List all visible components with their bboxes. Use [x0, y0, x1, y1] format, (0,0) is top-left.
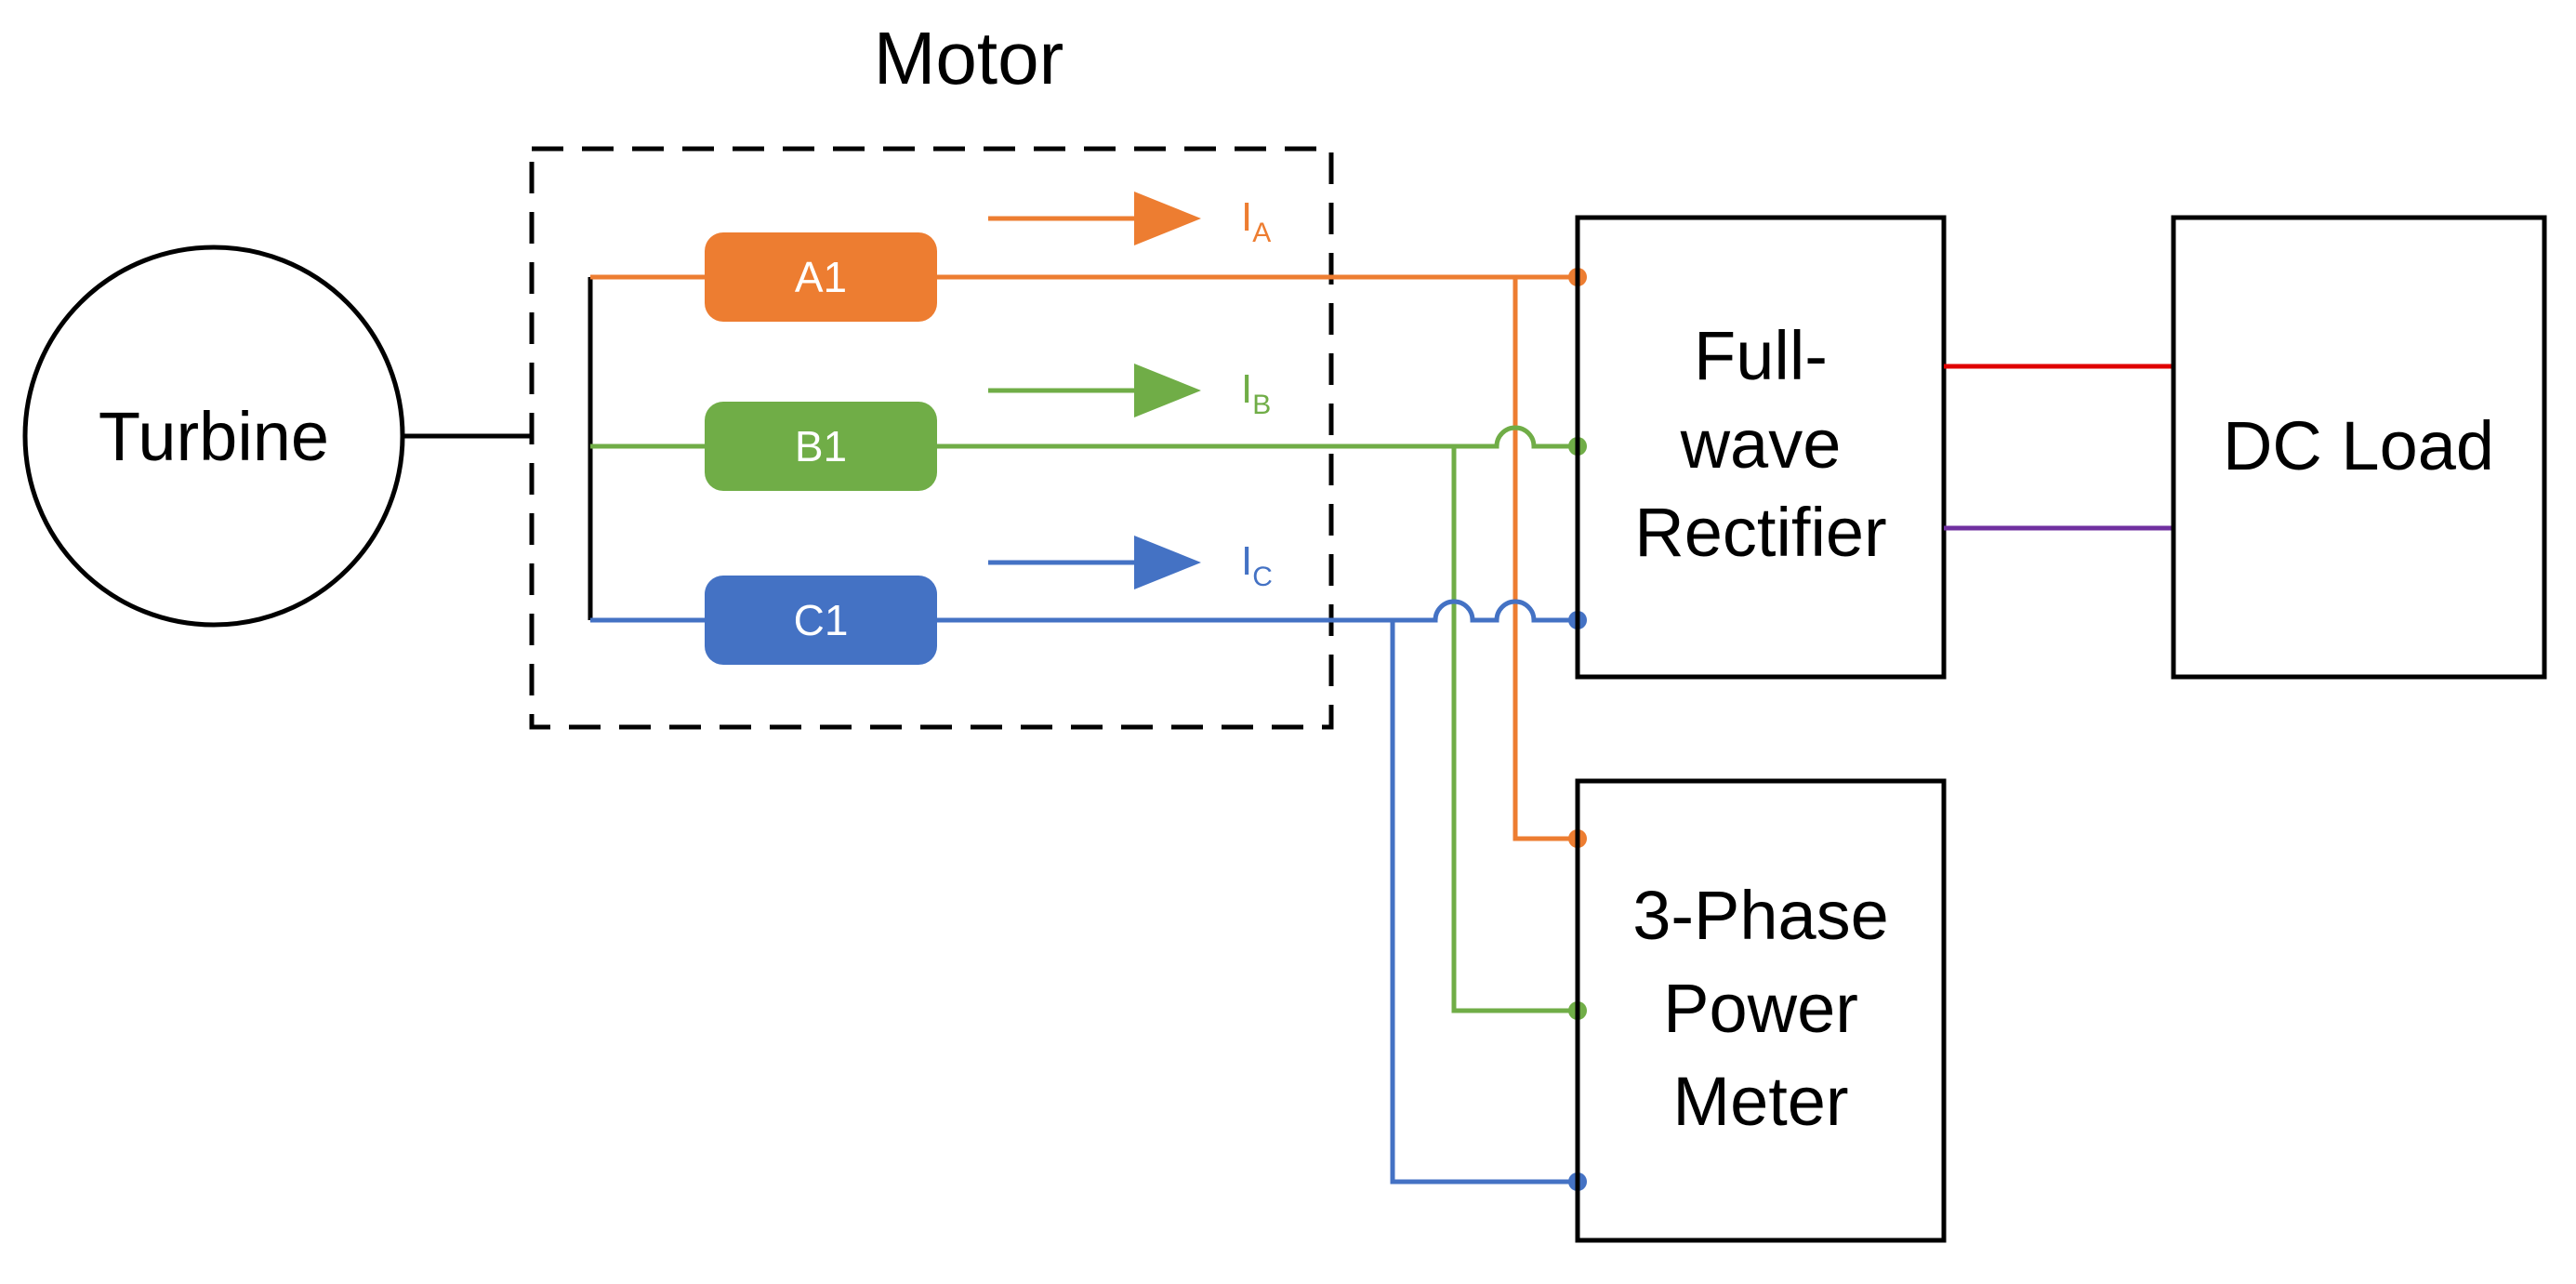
current-b-label: IB — [1241, 366, 1271, 420]
coil-a1-label: A1 — [795, 253, 847, 301]
dc-load-box — [2171, 215, 2547, 680]
current-c-arrow-head — [1134, 536, 1201, 589]
meter-label-line-2: Power — [1663, 970, 1858, 1047]
rectifier-label-line-2: wave — [1680, 405, 1842, 483]
current-a-label: IA — [1241, 194, 1271, 248]
meter-label-line-1: 3-Phase — [1632, 877, 1889, 954]
rectifier-label-line-1: Full- — [1694, 317, 1828, 394]
power-meter-box — [1575, 778, 1947, 1243]
coil-c1-label: C1 — [794, 596, 849, 644]
coil-b1-label: B1 — [795, 422, 847, 470]
phase-c-wire — [935, 599, 1577, 623]
current-c-label: IC — [1241, 538, 1273, 592]
coil-a1 — [705, 232, 937, 322]
phase-b-tap-to-meter — [1451, 446, 1577, 1013]
dc-load-label: DC Load — [2223, 407, 2494, 484]
rectifier-label-line-3: Rectifier — [1634, 494, 1886, 571]
phase-b-wire — [935, 425, 1577, 449]
coil-b1 — [705, 402, 937, 491]
phase-a-tap-to-meter — [1513, 277, 1577, 841]
rectifier-box — [1575, 215, 1947, 680]
current-b-arrow-head — [1134, 364, 1201, 417]
meter-label-line-3: Meter — [1672, 1063, 1848, 1140]
current-a-arrow-head — [1134, 192, 1201, 245]
motor-boundary — [529, 146, 1334, 730]
coil-c1 — [705, 576, 937, 665]
turbine-label: Turbine — [99, 398, 329, 475]
motor-title: Motor — [874, 17, 1064, 99]
phase-c-tap-to-meter — [1390, 620, 1577, 1185]
